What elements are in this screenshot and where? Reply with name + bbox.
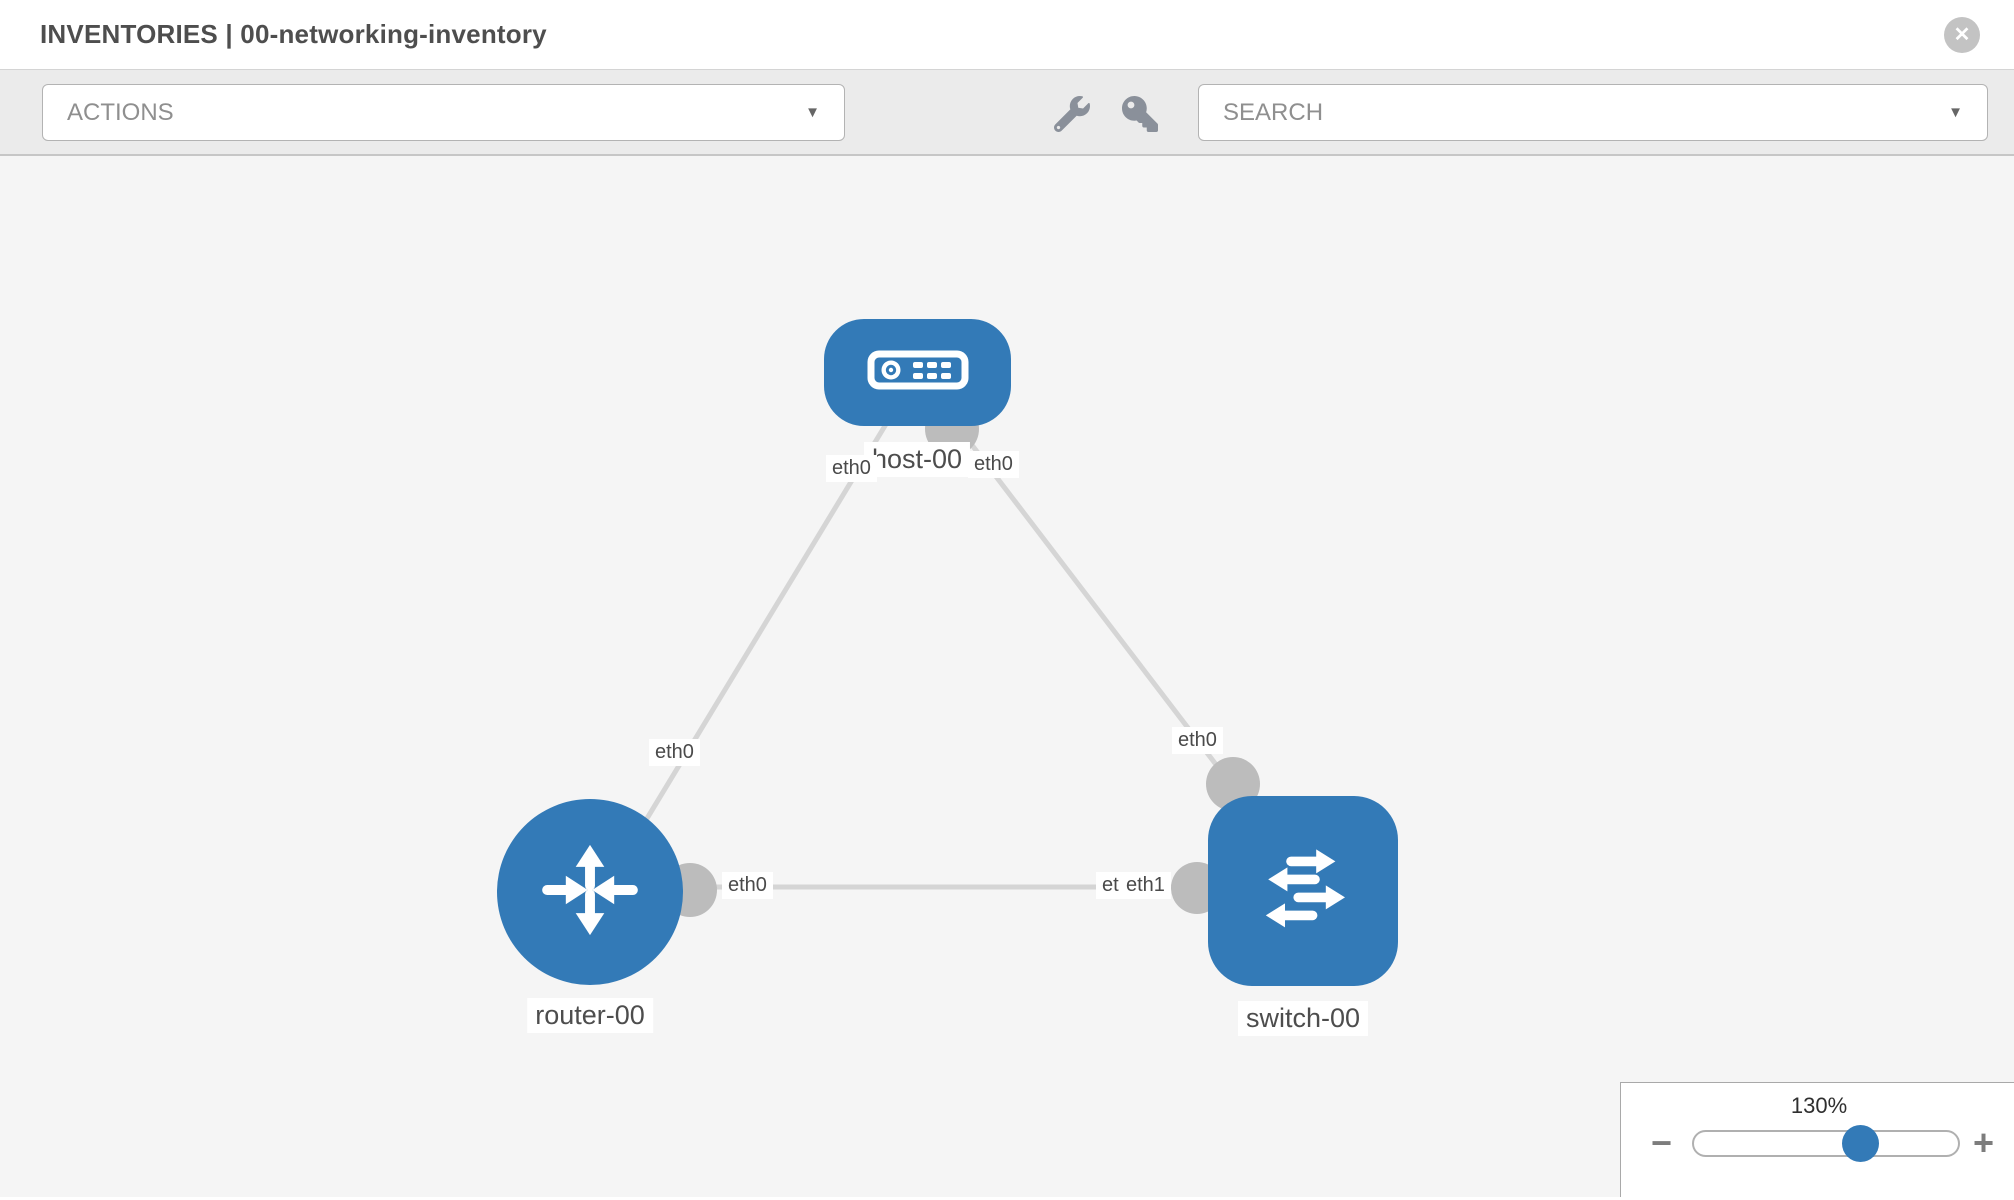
iface-label-router-eth0-uplink: eth0 [649,739,700,766]
node-switch-00[interactable] [1208,796,1398,986]
switch-icon [1243,829,1363,954]
iface-label-host-eth0-left: eth0 [826,455,877,482]
zoom-level-value: 130% [1790,1093,1848,1118]
iface-label-host-eth0-right: eth0 [968,451,1019,478]
wrench-icon [1053,96,1090,136]
plus-icon: + [1973,1122,1995,1163]
search-dropdown[interactable]: SEARCH ▼ [1198,84,1988,141]
actions-dropdown-label: ACTIONS [67,98,174,126]
iface-label-switch-eth0-top: eth0 [1172,727,1223,754]
node-label-switch-00: switch-00 [1237,1001,1369,1036]
iface-label-router-eth0: eth0 [722,872,773,899]
zoom-slider-thumb[interactable] [1842,1125,1879,1162]
close-icon: ✕ [1953,24,1971,46]
zoom-out-button[interactable]: − [1651,1125,1672,1161]
host-icon [866,348,970,397]
iface-label-switch-eth1: eth1 [1120,872,1171,899]
minus-icon: − [1651,1122,1673,1163]
header: INVENTORIES | 00-networking-inventory ✕ [0,0,2014,70]
toolbar: ACTIONS ▼ SEARCH ▼ [0,70,2014,156]
credentials-button[interactable] [1122,96,1158,132]
chevron-down-icon: ▼ [1948,104,1963,121]
node-label-host-00: host-00 [863,442,971,477]
zoom-panel: 130% − + [1620,1082,2014,1197]
zoom-slider[interactable] [1692,1125,1960,1162]
configure-tools-button[interactable] [1053,96,1090,133]
node-router-00[interactable] [497,799,683,985]
close-button[interactable]: ✕ [1944,17,1980,53]
actions-dropdown[interactable]: ACTIONS ▼ [42,84,845,141]
page-title: INVENTORIES | 00-networking-inventory [40,19,547,49]
zoom-in-button[interactable]: + [1973,1125,1994,1161]
node-host-00[interactable] [824,319,1011,426]
router-icon [535,835,645,950]
chevron-down-icon: ▼ [805,104,820,121]
topology-links-layer [590,371,1300,917]
search-dropdown-label: SEARCH [1223,98,1324,126]
topology-canvas[interactable]: host-00 router-00 switch-00 eth0 eth0 et… [0,156,2014,1197]
node-label-router-00: router-00 [527,998,653,1033]
key-icon [1122,96,1158,136]
